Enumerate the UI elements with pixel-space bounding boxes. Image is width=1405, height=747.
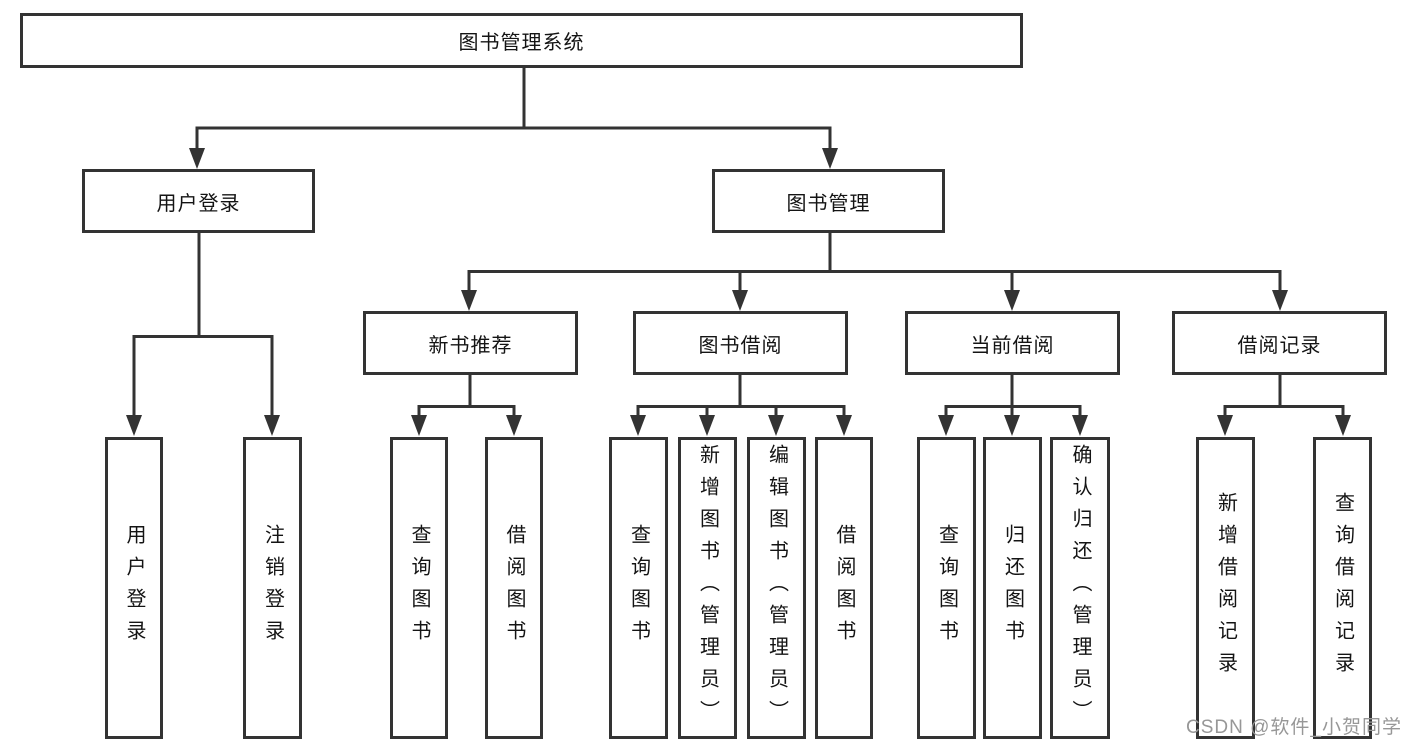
node-edit-book-admin: 编辑图书（管理员） bbox=[747, 437, 806, 739]
node-label: 当前借阅 bbox=[970, 334, 1055, 357]
node-query-books-recommend: 查询图书 bbox=[390, 437, 448, 739]
node-add-book-admin: 新增图书（管理员） bbox=[678, 437, 737, 739]
node-borrow-books-recommend: 借阅图书 bbox=[485, 437, 543, 739]
node-logout-leaf: 注销登录 bbox=[243, 437, 302, 739]
node-add-borrow-record: 新增借阅记录 bbox=[1196, 437, 1255, 739]
node-new-book-recommend: 新书推荐 bbox=[363, 311, 578, 375]
node-label: 新书推荐 bbox=[428, 334, 513, 357]
node-label: 用户登录 bbox=[123, 524, 145, 652]
node-query-books-borrow: 查询图书 bbox=[609, 437, 668, 739]
node-label: 图书借阅 bbox=[698, 334, 783, 357]
node-book-borrow: 图书借阅 bbox=[633, 311, 848, 375]
node-label: 新增图书（管理员） bbox=[696, 444, 719, 732]
node-label: 查询图书 bbox=[627, 524, 650, 652]
node-user-login-leaf: 用户登录 bbox=[105, 437, 163, 739]
node-current-borrow: 当前借阅 bbox=[905, 311, 1120, 375]
node-label: 查询图书 bbox=[408, 524, 430, 652]
node-label: 图书管理系统 bbox=[458, 32, 585, 54]
node-label: 用户登录 bbox=[156, 192, 241, 215]
watermark: CSDN @软件_小贺同学 bbox=[1186, 717, 1402, 738]
node-library-management-system: 图书管理系统 bbox=[20, 13, 1023, 68]
node-label: 查询借阅记录 bbox=[1331, 492, 1354, 684]
node-label: 图书管理 bbox=[786, 192, 871, 215]
node-user-login: 用户登录 bbox=[82, 169, 315, 233]
node-label: 借阅记录 bbox=[1237, 334, 1322, 357]
node-label: 注销登录 bbox=[261, 524, 284, 652]
node-label: 借阅图书 bbox=[503, 524, 525, 652]
node-label: 新增借阅记录 bbox=[1214, 492, 1237, 684]
node-confirm-return-admin: 确认归还（管理员） bbox=[1050, 437, 1110, 739]
node-label: 借阅图书 bbox=[833, 524, 855, 652]
node-borrow-records: 借阅记录 bbox=[1172, 311, 1387, 375]
node-book-management: 图书管理 bbox=[712, 169, 945, 233]
node-label: 查询图书 bbox=[935, 524, 958, 652]
node-borrow-books-leaf: 借阅图书 bbox=[815, 437, 873, 739]
node-label: 编辑图书（管理员） bbox=[765, 444, 788, 732]
node-label: 归还图书 bbox=[1001, 524, 1024, 652]
node-query-borrow-record: 查询借阅记录 bbox=[1313, 437, 1372, 739]
node-return-book: 归还图书 bbox=[983, 437, 1042, 739]
node-query-books-current: 查询图书 bbox=[917, 437, 976, 739]
node-label: 确认归还（管理员） bbox=[1069, 444, 1091, 732]
